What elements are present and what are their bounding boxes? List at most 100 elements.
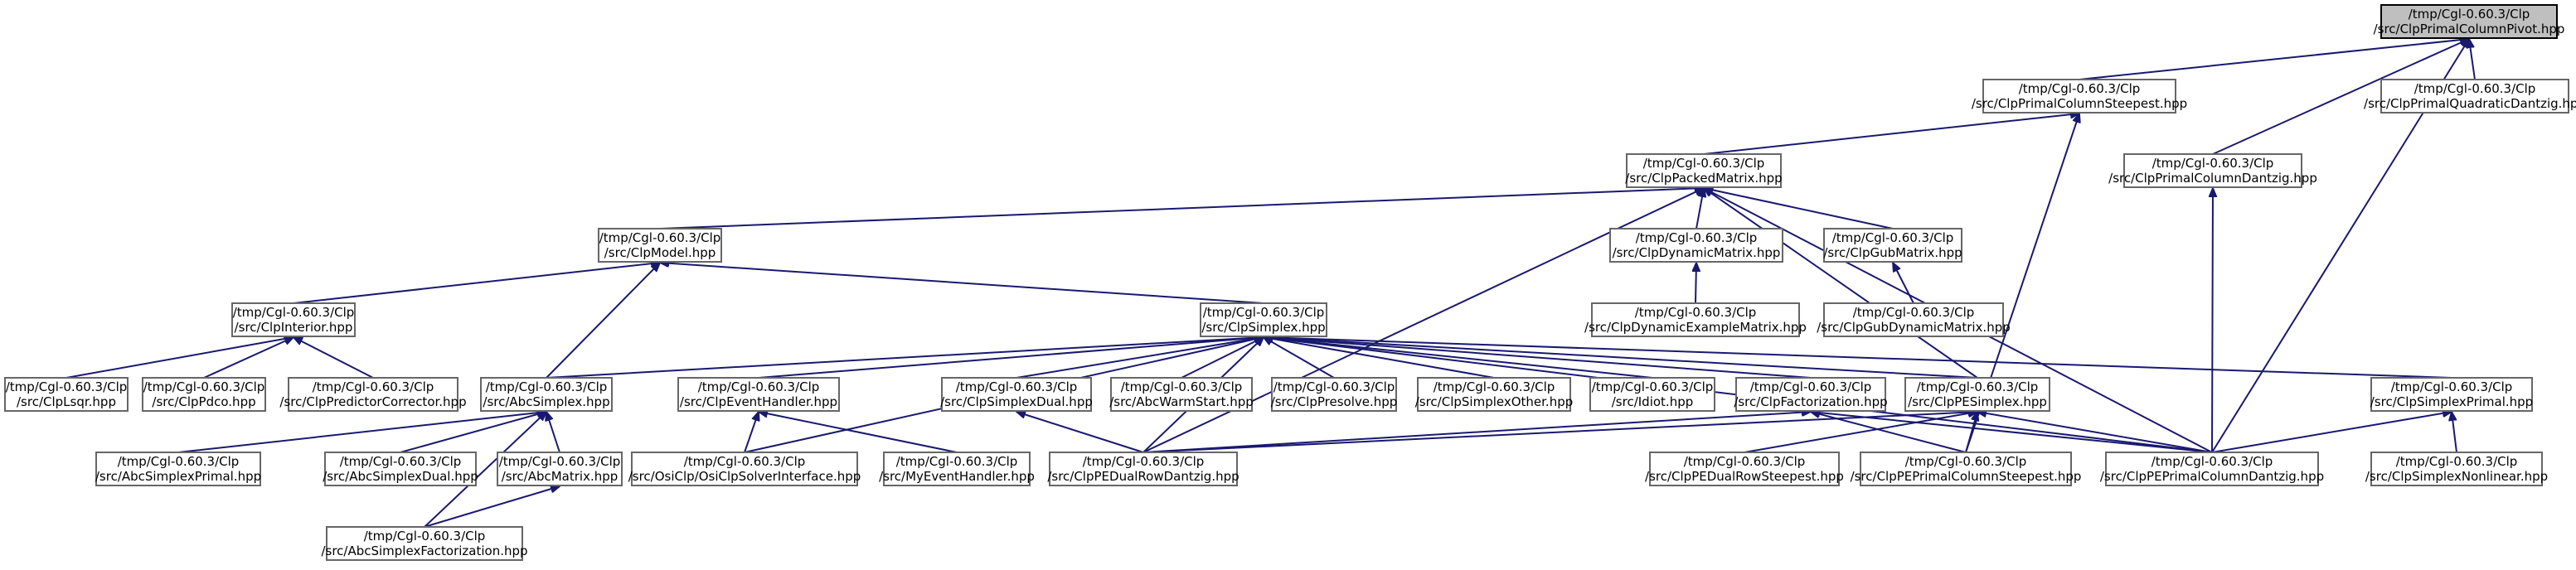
file-node[interactable]: /tmp/Cgl-0.60.3/Clp/src/ClpPEPrimalColum… xyxy=(1851,452,2082,486)
node-path-line1: /tmp/Cgl-0.60.3/Clp xyxy=(1636,230,1758,245)
file-node[interactable]: /tmp/Cgl-0.60.3/Clp/src/ClpEventHandler.… xyxy=(677,377,840,412)
file-node[interactable]: /tmp/Cgl-0.60.3/Clp/src/ClpDynamicMatrix… xyxy=(1609,228,1783,263)
node-path-line1: /tmp/Cgl-0.60.3/Clp xyxy=(486,379,608,394)
node-box xyxy=(883,452,1031,486)
file-node[interactable]: /tmp/Cgl-0.60.3/Clp/src/AbcSimplex.hpp xyxy=(480,377,613,412)
node-box xyxy=(142,377,266,412)
root-node: /tmp/Cgl-0.60.3/Clp/src/ClpPrimalColumnP… xyxy=(2374,4,2564,39)
node-box xyxy=(1609,228,1783,263)
node-box xyxy=(2380,4,2558,39)
file-node[interactable]: /tmp/Cgl-0.60.3/Clp/src/ClpSimplex.hpp xyxy=(1200,302,1327,337)
file-node[interactable]: /tmp/Cgl-0.60.3/Clp/src/ClpPredictorCorr… xyxy=(279,377,467,412)
node-box xyxy=(1626,153,1782,188)
file-node[interactable]: /tmp/Cgl-0.60.3/Clp/src/ClpPrimalQuadrat… xyxy=(2364,79,2576,114)
edge-n33-to-n4 xyxy=(2212,188,2213,453)
file-node[interactable]: /tmp/Cgl-0.60.3/Clp/src/ClpFactorization… xyxy=(1734,377,1888,412)
node-path-line1: /tmp/Cgl-0.60.3/Clp xyxy=(6,379,128,394)
file-node[interactable]: /tmp/Cgl-0.60.3/Clp/src/ClpPackedMatrix.… xyxy=(1625,153,1783,188)
file-node[interactable]: /tmp/Cgl-0.60.3/Clp/src/ClpModel.hpp xyxy=(598,228,722,263)
file-node[interactable]: /tmp/Cgl-0.60.3/Clp/src/ClpPESimplex.hpp xyxy=(1904,377,2050,412)
node-path-line1: /tmp/Cgl-0.60.3/Clp xyxy=(2396,454,2518,469)
edge-n7-to-n3 xyxy=(1704,188,1894,229)
file-node[interactable]: /tmp/Cgl-0.60.3/Clp/src/ClpLsqr.hpp xyxy=(4,377,129,412)
node-box xyxy=(1271,377,1397,412)
node-path-line2: /src/AbcWarmStart.hpp xyxy=(1109,394,1254,409)
edge-n19-to-n9 xyxy=(1264,337,1335,379)
node-path-line1: /tmp/Cgl-0.60.3/Clp xyxy=(2409,7,2530,22)
file-node[interactable]: /tmp/Cgl-0.60.3/Clp/src/ClpPEDualRowDant… xyxy=(1047,452,1239,486)
node-path-line2: /src/ClpPredictorCorrector.hpp xyxy=(279,394,466,409)
edge-n21-to-n9 xyxy=(1264,337,1653,379)
node-box xyxy=(95,452,261,486)
node-box xyxy=(231,302,356,337)
node-path-line1: /tmp/Cgl-0.60.3/Clp xyxy=(1592,379,1714,394)
node-box xyxy=(1110,377,1253,412)
edge-n34-to-n24 xyxy=(2452,412,2457,453)
file-node[interactable]: /tmp/Cgl-0.60.3/Clp/src/ClpSimplexPrimal… xyxy=(2370,377,2533,412)
node-path-line1: /tmp/Cgl-0.60.3/Clp xyxy=(2152,156,2274,171)
file-node[interactable]: /tmp/Cgl-0.60.3/Clp/src/AbcMatrix.hpp xyxy=(497,452,623,486)
edge-n4-to-n0 xyxy=(2212,39,2469,155)
node-path-line1: /tmp/Cgl-0.60.3/Clp xyxy=(340,454,462,469)
node-path-line2: /src/ClpSimplex.hpp xyxy=(1201,320,1325,335)
node-path-line2: /src/ClpLsqr.hpp xyxy=(17,394,116,409)
node-path-line1: /tmp/Cgl-0.60.3/Clp xyxy=(1635,305,1757,320)
file-node[interactable]: /tmp/Cgl-0.60.3/Clp/src/ClpPEPrimalColum… xyxy=(2100,452,2324,486)
edge-n18-to-n9 xyxy=(1181,337,1264,379)
edge-n35-to-n15 xyxy=(424,412,546,528)
node-box xyxy=(598,228,722,263)
file-node[interactable]: /tmp/Cgl-0.60.3/Clp/src/ClpPrimalColumnS… xyxy=(1972,79,2187,114)
file-node[interactable]: /tmp/Cgl-0.60.3/Clp/src/MyEventHandler.h… xyxy=(879,452,1035,486)
node-path-line1: /tmp/Cgl-0.60.3/Clp xyxy=(499,454,621,469)
edge-n8-to-n5 xyxy=(293,263,660,304)
node-box xyxy=(288,377,458,412)
node-path-line2: /src/AbcMatrix.hpp xyxy=(502,469,619,484)
edge-n12-to-n8 xyxy=(65,337,293,379)
file-node[interactable]: /tmp/Cgl-0.60.3/Clp/src/OsiClp/OsiClpSol… xyxy=(628,452,861,486)
file-node[interactable]: /tmp/Cgl-0.60.3/Clp/src/ClpSimplexOther.… xyxy=(1415,377,1574,412)
node-path-line2: /src/OsiClp/OsiClpSolverInterface.hpp xyxy=(628,469,861,484)
node-path-line2: /src/ClpPESimplex.hpp xyxy=(1908,394,2047,409)
node-path-line1: /tmp/Cgl-0.60.3/Clp xyxy=(956,379,1078,394)
node-path-line2: /src/AbcSimplexFactorization.hpp xyxy=(321,543,527,558)
node-path-line2: /src/AbcSimplexPrimal.hpp xyxy=(95,469,261,484)
file-node[interactable]: /tmp/Cgl-0.60.3/Clp/src/ClpGubMatrix.hpp xyxy=(1823,228,1962,263)
edge-n2-to-n0 xyxy=(2469,39,2476,80)
file-node[interactable]: /tmp/Cgl-0.60.3/Clp/src/ClpPdco.hpp xyxy=(142,377,266,412)
node-path-line1: /tmp/Cgl-0.60.3/Clp xyxy=(1750,379,1872,394)
node-box xyxy=(4,377,129,412)
file-node[interactable]: /tmp/Cgl-0.60.3/Clp/src/ClpSimplexNonlin… xyxy=(2365,452,2548,486)
node-box xyxy=(1200,302,1327,337)
edge-n30-to-n22 xyxy=(1142,412,1811,453)
file-node[interactable]: /tmp/Cgl-0.60.3/Clp/src/ClpDynamicExampl… xyxy=(1584,302,1807,337)
file-node[interactable]: /tmp/Cgl-0.60.3/Clp/src/ClpGubDynamicMat… xyxy=(1817,302,2011,337)
edge-n15-to-n9 xyxy=(546,337,1264,379)
file-node[interactable]: /tmp/Cgl-0.60.3/Clp/src/Idiot.hpp xyxy=(1589,377,1715,412)
edge-n5-to-n3 xyxy=(659,188,1704,229)
file-node[interactable]: /tmp/Cgl-0.60.3/Clp/src/ClpPrimalColumnD… xyxy=(2108,153,2317,188)
edge-n31-to-n23 xyxy=(1744,412,1977,453)
node-path-line2: /src/ClpPEPrimalColumnSteepest.hpp xyxy=(1851,469,2082,484)
file-node[interactable]: /tmp/Cgl-0.60.3/Clp/src/ClpInterior.hpp xyxy=(231,302,356,337)
file-node[interactable]: /tmp/Cgl-0.60.3/Clp/src/ClpPEDualRowStee… xyxy=(1645,452,1844,486)
node-path-line2: /src/ClpPEPrimalColumnDantzig.hpp xyxy=(2100,469,2324,484)
file-node[interactable]: /tmp/Cgl-0.60.3/Clp/src/AbcWarmStart.hpp xyxy=(1109,377,1254,412)
file-node[interactable]: /tmp/Cgl-0.60.3/Clp/src/AbcSimplexDual.h… xyxy=(323,452,478,486)
file-node[interactable]: /tmp/Cgl-0.60.3/Clp/src/AbcSimplexFactor… xyxy=(321,526,528,561)
node-path-line2: /src/ClpGubMatrix.hpp xyxy=(1823,245,1962,260)
node-path-line2: /src/ClpPEDualRowSteepest.hpp xyxy=(1645,469,1844,484)
node-path-line1: /tmp/Cgl-0.60.3/Clp xyxy=(1083,454,1205,469)
node-box xyxy=(1823,228,1962,263)
file-node[interactable]: /tmp/Cgl-0.60.3/Clp/src/ClpSimplexDual.h… xyxy=(940,377,1093,412)
node-path-line2: /src/ClpEventHandler.hpp xyxy=(680,394,837,409)
node-path-line2: /src/ClpPackedMatrix.hpp xyxy=(1625,171,1782,186)
file-node[interactable]: /tmp/Cgl-0.60.3/Clp/src/AbcSimplexPrimal… xyxy=(95,452,261,486)
node-box xyxy=(1649,452,1840,486)
node-path-line1: /tmp/Cgl-0.60.3/Clp xyxy=(313,379,434,394)
node-box xyxy=(326,526,523,561)
edge-n3-to-n1 xyxy=(1703,114,2079,155)
file-node[interactable]: /tmp/Cgl-0.60.3/Clp/src/ClpPresolve.hpp xyxy=(1271,377,1398,412)
node-path-line1: /tmp/Cgl-0.60.3/Clp xyxy=(1853,305,1975,320)
edge-n9-to-n5 xyxy=(660,263,1264,304)
node-path-line1: /tmp/Cgl-0.60.3/Clp xyxy=(1684,454,1806,469)
